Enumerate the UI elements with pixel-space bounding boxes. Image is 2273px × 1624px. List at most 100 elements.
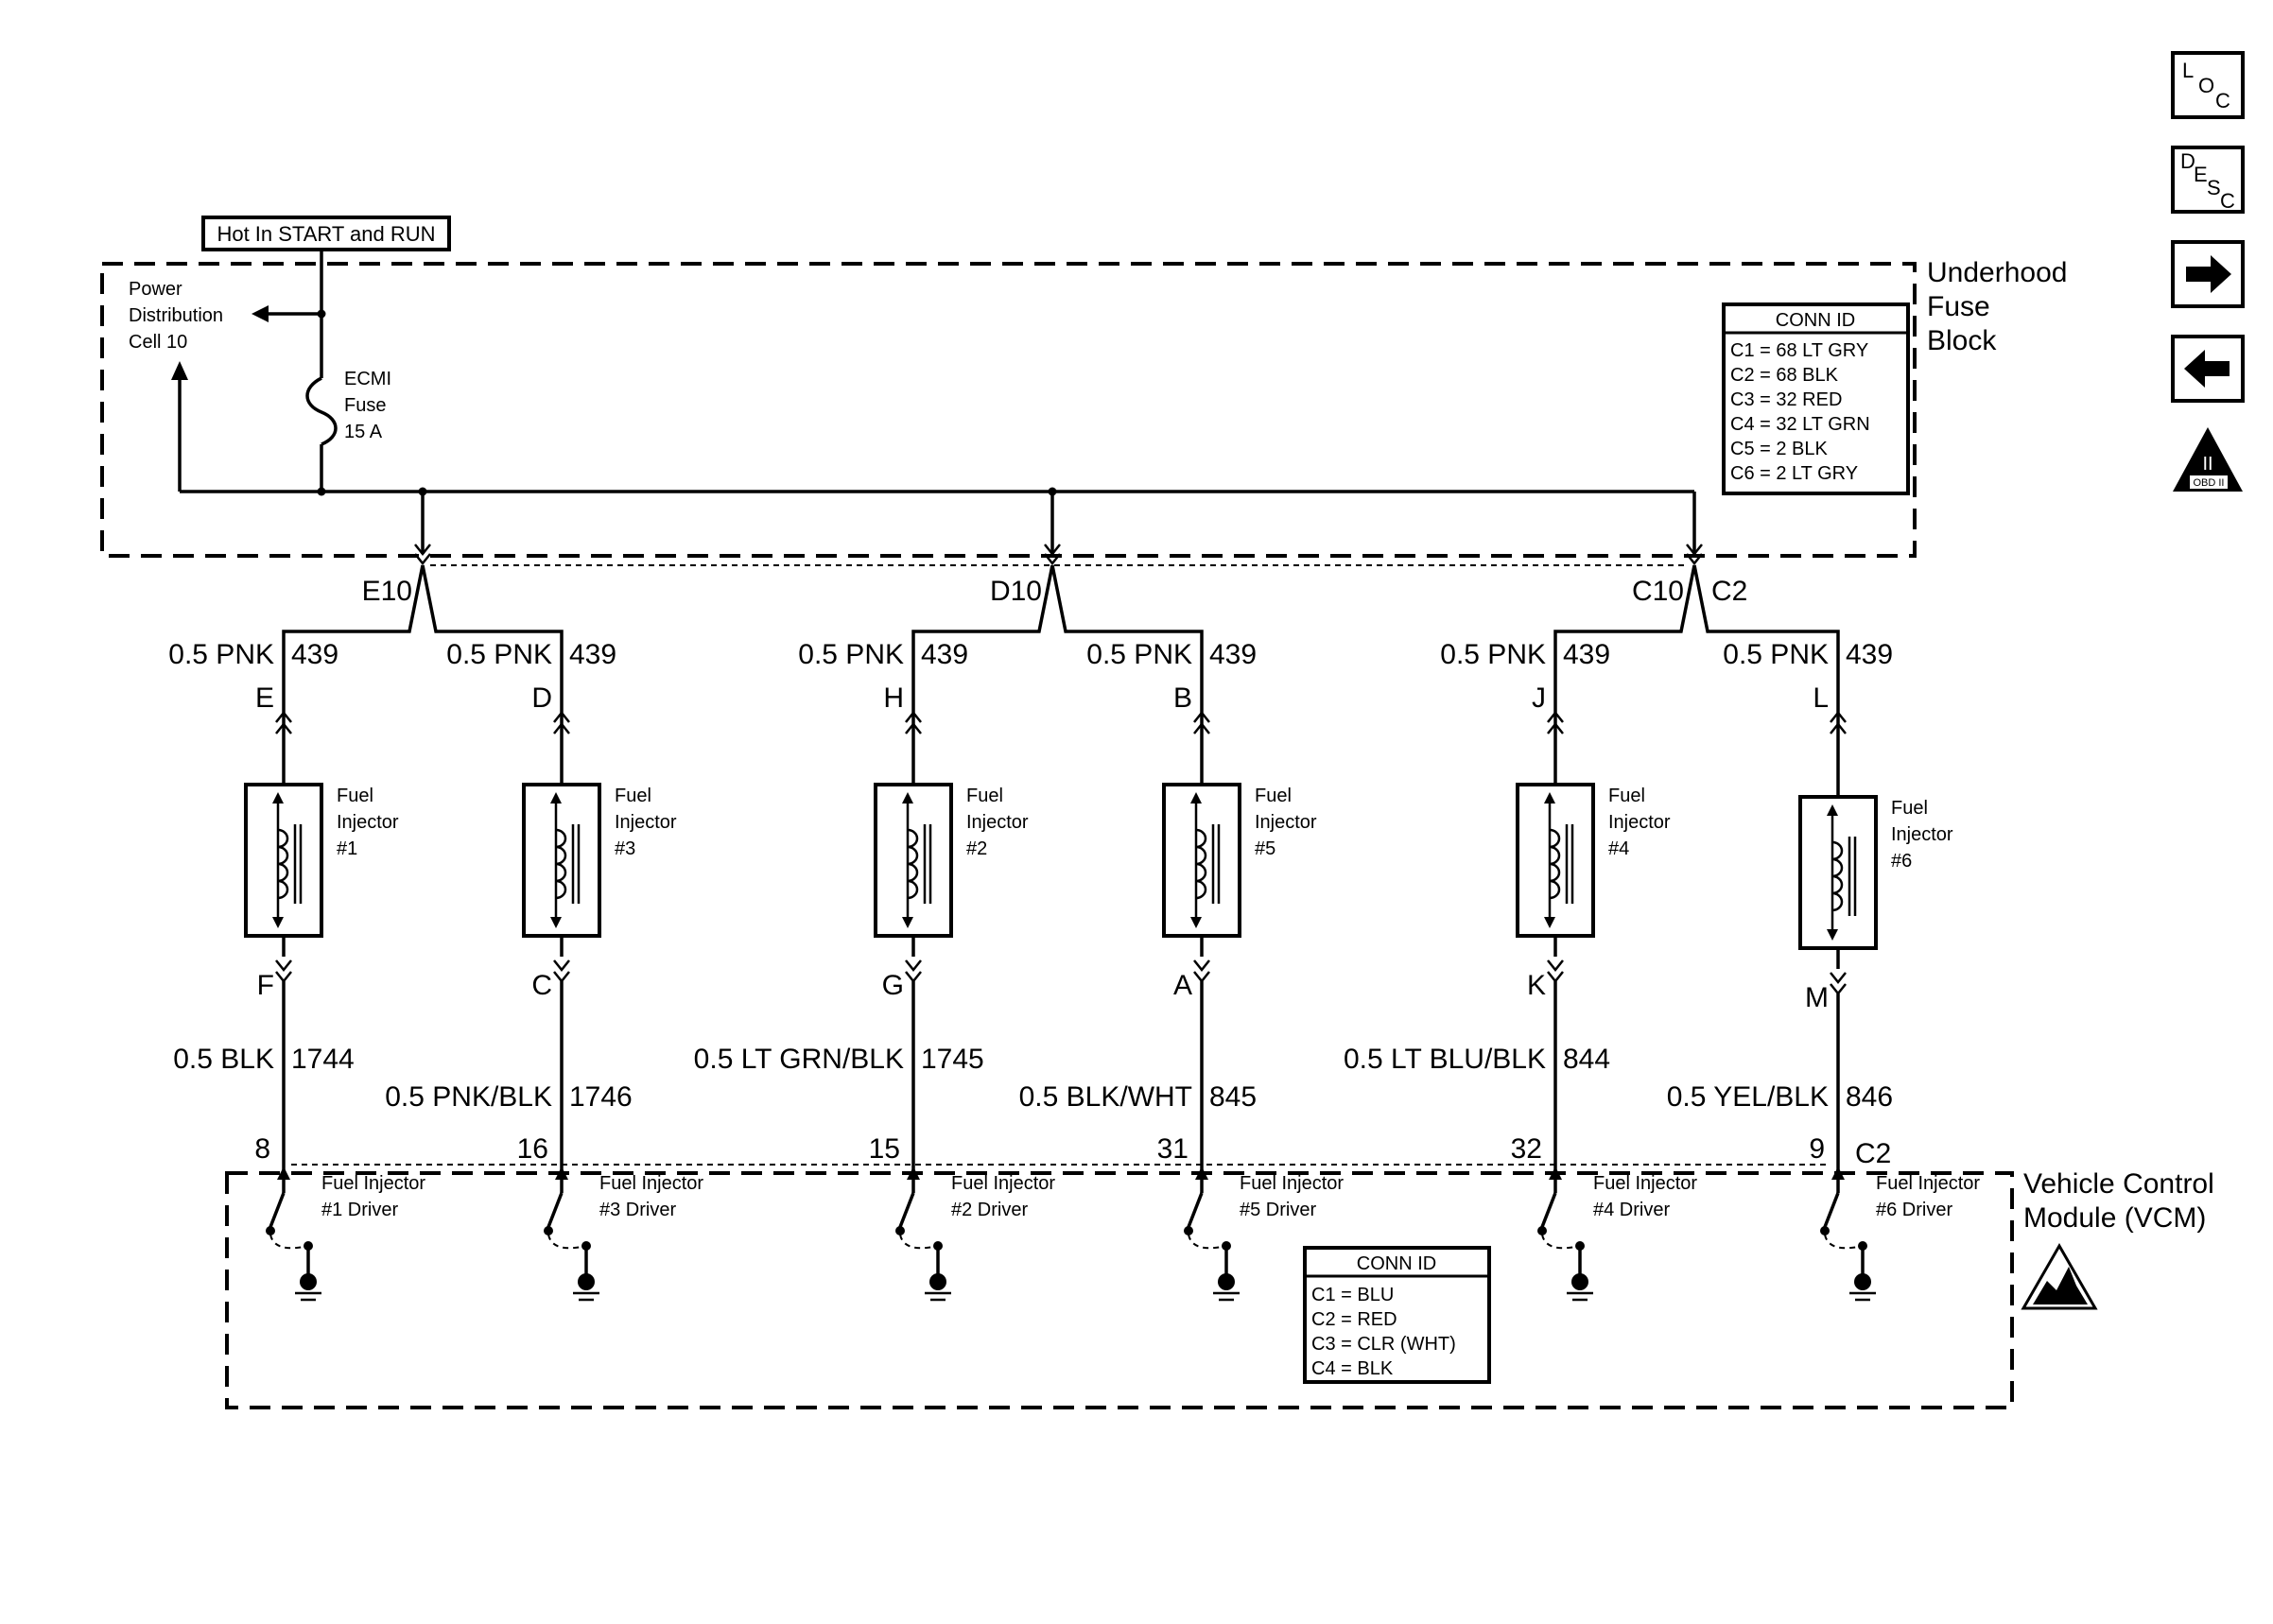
vcm-connector-label: C2 <box>1855 1138 1891 1169</box>
fuel-injector <box>1798 795 1878 950</box>
lower-pin-label: A <box>1173 970 1192 1001</box>
lower-circuit-number: 1744 <box>291 1044 355 1075</box>
svg-text:Distribution: Distribution <box>129 305 223 326</box>
obd-ii-button[interactable]: OBD II II <box>2173 427 2243 492</box>
lower-circuit-number: 1745 <box>921 1044 984 1075</box>
svg-text:#1 Driver: #1 Driver <box>321 1200 398 1220</box>
vcm-pin-label: 8 <box>254 1133 270 1165</box>
injector-driver-label: Fuel Injector <box>1240 1173 1344 1194</box>
svg-text:C: C <box>2215 89 2230 112</box>
underhood-fuse-block-boundary <box>100 262 1917 558</box>
injector-name: Fuel <box>966 786 1003 806</box>
splice-e10: E10 <box>282 564 564 737</box>
lower-wire-color: 0.5 LT BLU/BLK <box>1344 1044 1546 1075</box>
svg-text:D: D <box>2180 149 2195 173</box>
svg-text:#4 Driver: #4 Driver <box>1593 1200 1670 1220</box>
obd-ii-icon: OBD II II <box>2173 427 2243 492</box>
lower-circuit-number: 844 <box>1563 1044 1610 1075</box>
injector-name: Fuel <box>1608 786 1645 806</box>
injector-driver-label: Fuel Injector <box>1876 1173 1980 1194</box>
upper-circuit-number: 439 <box>921 639 968 670</box>
ground-icon <box>1571 1273 1588 1290</box>
loc-button[interactable]: L O C <box>2171 51 2245 119</box>
vcm-title: Vehicle Control Module (VCM) <box>2023 1168 2214 1234</box>
svg-text:Injector: Injector <box>337 812 399 833</box>
svg-text:C6 = 2 LT GRY: C6 = 2 LT GRY <box>1730 463 1858 484</box>
injector-driver: Fuel Injector#5 Driver <box>1184 1165 1344 1302</box>
injector-name: Fuel <box>615 786 651 806</box>
svg-text:Block: Block <box>1927 325 1997 356</box>
upper-wire-color: 0.5 PNK <box>1086 639 1192 670</box>
vcm-pin-label: 31 <box>1157 1133 1189 1165</box>
svg-text:#3: #3 <box>615 838 635 859</box>
fuel-injector <box>1162 783 1241 938</box>
ground-icon <box>300 1273 317 1290</box>
injector-name: Fuel <box>337 786 373 806</box>
upper-wire-color: 0.5 PNK <box>168 639 274 670</box>
lower-circuit-number: 1746 <box>569 1081 633 1113</box>
solenoid-coil-icon <box>555 828 567 900</box>
svg-text:II: II <box>2202 454 2212 475</box>
svg-text:#5: #5 <box>1255 838 1275 859</box>
svg-text:C4 = BLK: C4 = BLK <box>1311 1358 1394 1379</box>
svg-text:C3 = 32 RED: C3 = 32 RED <box>1730 389 1842 410</box>
lower-pin-label: C <box>531 970 552 1001</box>
next-page-button[interactable] <box>2171 240 2245 308</box>
splice-connector-label: C2 <box>1711 576 1747 607</box>
svg-text:Injector: Injector <box>1608 812 1671 833</box>
vcm-pin-label: 16 <box>517 1133 548 1165</box>
lower-wire-color: 0.5 YEL/BLK <box>1667 1081 1829 1113</box>
injector-driver-label: Fuel Injector <box>1593 1173 1697 1194</box>
svg-text:C3 = CLR (WHT): C3 = CLR (WHT) <box>1311 1334 1456 1355</box>
svg-text:Fuse: Fuse <box>344 395 386 416</box>
svg-text:#6 Driver: #6 Driver <box>1876 1200 1952 1220</box>
svg-text:Module (VCM): Module (VCM) <box>2023 1202 2206 1234</box>
svg-text:Injector: Injector <box>966 812 1029 833</box>
lower-wire-color: 0.5 BLK <box>173 1044 274 1075</box>
svg-text:15 A: 15 A <box>344 422 383 442</box>
ground-icon <box>929 1273 946 1290</box>
splice-d10-label: D10 <box>990 576 1042 607</box>
svg-text:C4 = 32 LT GRN: C4 = 32 LT GRN <box>1730 414 1870 435</box>
svg-text:C2 = 68 BLK: C2 = 68 BLK <box>1730 365 1839 386</box>
svg-text:E: E <box>2194 163 2208 186</box>
fuel-injector <box>874 783 953 938</box>
svg-text:ECMI: ECMI <box>344 369 391 389</box>
svg-text:C1 = 68 LT GRY: C1 = 68 LT GRY <box>1730 340 1868 361</box>
upper-pin-label: L <box>1813 682 1829 714</box>
svg-text:S: S <box>2207 176 2221 199</box>
vcm-conn-id-table: CONN ID C1 = BLU C2 = RED C3 = CLR (WHT)… <box>1303 1246 1491 1384</box>
lower-pin-label: M <box>1805 982 1829 1013</box>
svg-text:O: O <box>2198 74 2214 97</box>
svg-text:C5 = 2 BLK: C5 = 2 BLK <box>1730 439 1829 459</box>
svg-text:Fuse: Fuse <box>1927 291 1990 322</box>
fuel-injector <box>1516 783 1595 938</box>
ground-icon <box>578 1273 595 1290</box>
arrow-up-icon <box>171 361 188 380</box>
svg-text:C1 = BLU: C1 = BLU <box>1311 1285 1394 1305</box>
svg-text:#2: #2 <box>966 838 987 859</box>
upper-wire-color: 0.5 PNK <box>798 639 904 670</box>
solenoid-coil-icon <box>907 828 919 900</box>
upper-circuit-number: 439 <box>1846 639 1893 670</box>
ecmi-fuse-label: ECMI Fuse 15 A <box>344 369 391 442</box>
desc-button[interactable]: D E S C <box>2171 146 2245 214</box>
svg-text:Injector: Injector <box>615 812 677 833</box>
svg-text:L: L <box>2182 59 2194 82</box>
svg-text:C2 = RED: C2 = RED <box>1311 1309 1397 1330</box>
fuse-block-conn-id-table: CONN ID C1 = 68 LT GRY C2 = 68 BLK C3 = … <box>1722 302 1910 495</box>
upper-circuit-number: 439 <box>1209 639 1257 670</box>
solenoid-coil-icon <box>1831 840 1844 912</box>
svg-text:#2 Driver: #2 Driver <box>951 1200 1028 1220</box>
svg-text:Power: Power <box>129 279 182 300</box>
solenoid-coil-icon <box>277 828 289 900</box>
svg-text:#1: #1 <box>337 838 357 859</box>
previous-page-button[interactable] <box>2171 335 2245 403</box>
splice-d10: D10 <box>911 564 1204 737</box>
loc-icon: L O C <box>2182 59 2230 112</box>
splice-e10-label: E10 <box>362 576 412 607</box>
lower-wire-color: 0.5 PNK/BLK <box>385 1081 552 1113</box>
injector-driver-label: Fuel Injector <box>951 1173 1055 1194</box>
